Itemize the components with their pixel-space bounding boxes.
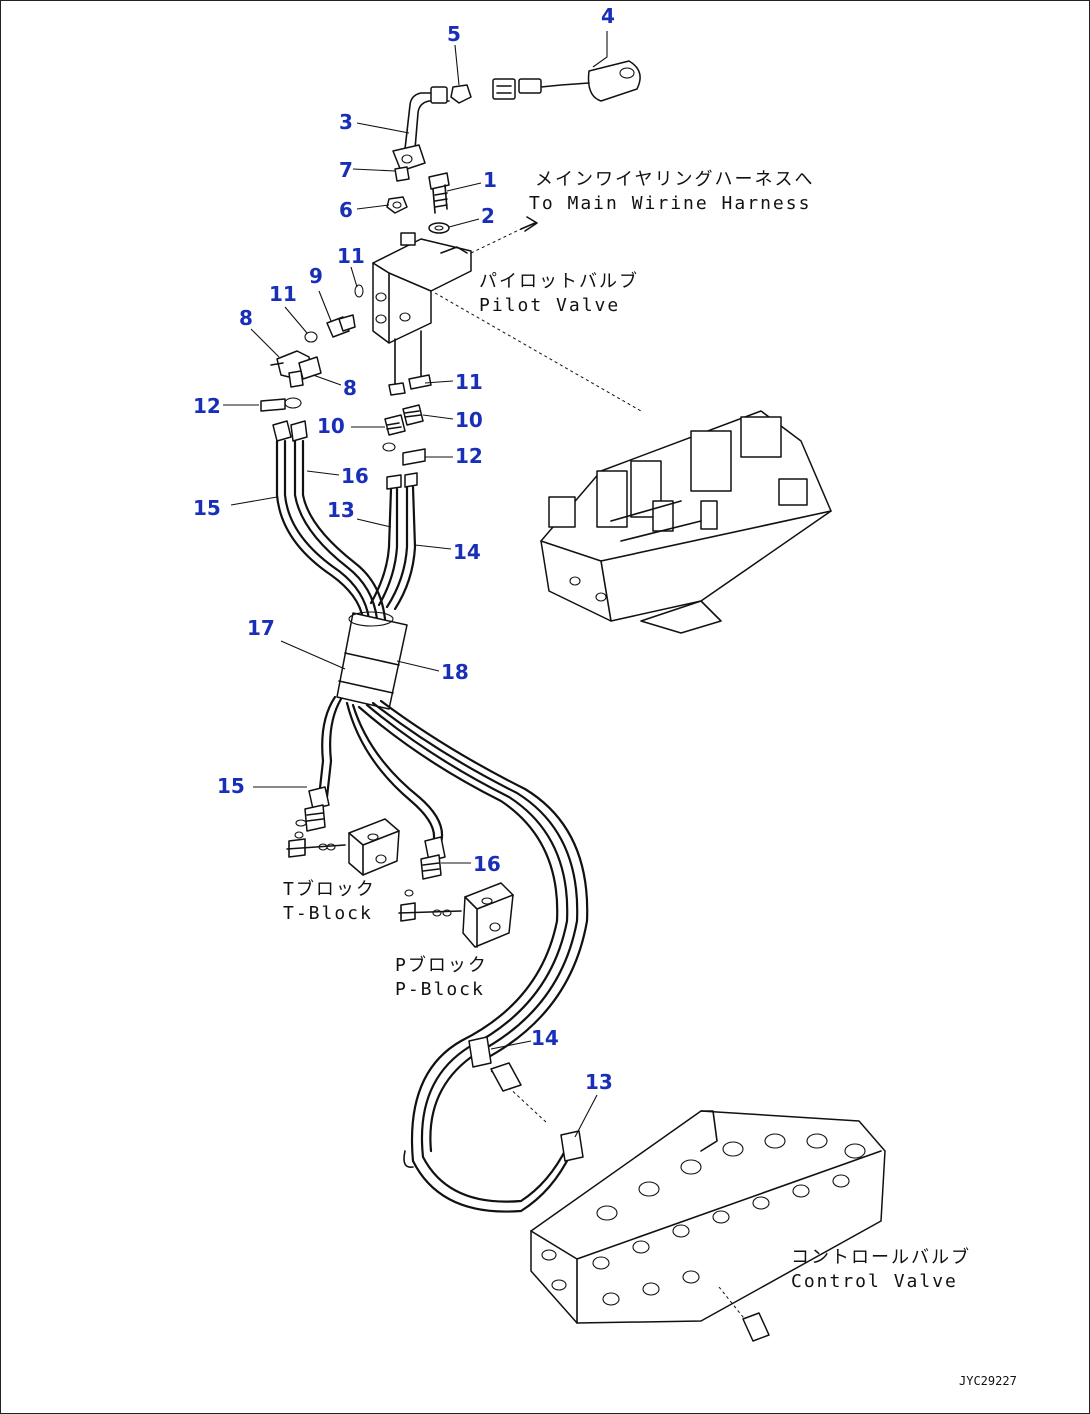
fittings-center	[260, 330, 432, 466]
callout-10-b: 10	[455, 408, 483, 432]
callout-numbers: 4 5 3 7 1 6 2 11 9 11 8 8 11 12 10 10 12…	[193, 4, 615, 1094]
callout-11-c: 11	[455, 370, 483, 394]
callout-9: 9	[309, 264, 323, 288]
callout-14-b: 14	[531, 1026, 559, 1050]
callout-8-b: 8	[343, 376, 357, 400]
callout-3: 3	[339, 110, 353, 134]
control-valve	[490, 1062, 886, 1342]
hose-bundle	[272, 420, 589, 1213]
machine-detail-view	[540, 410, 832, 634]
fittings-left	[270, 284, 364, 388]
callout-13-a: 13	[327, 498, 355, 522]
callout-15-b: 15	[217, 774, 245, 798]
callout-7: 7	[339, 158, 353, 182]
callout-5: 5	[447, 22, 461, 46]
p-block-label-en: P-Block	[395, 979, 485, 1000]
callout-14-a: 14	[453, 540, 481, 564]
pilot-valve-label-en: Pilot Valve	[479, 295, 620, 316]
callout-11-b: 11	[269, 282, 297, 306]
control-valve-label-en: Control Valve	[791, 1271, 958, 1292]
callout-12-a: 12	[193, 394, 221, 418]
callout-11-a: 11	[337, 244, 365, 268]
callout-10-a: 10	[317, 414, 345, 438]
p-block-label-jp: Pブロック	[395, 954, 488, 976]
pilot-valve-label-jp: パイロットバルブ	[479, 270, 639, 292]
control-valve-label-jp: コントロールバルブ	[791, 1246, 971, 1268]
main-harness-label-jp: メインワイヤリングハーネスへ	[535, 169, 814, 190]
drawing-code: JYC29227	[959, 1374, 1017, 1388]
callout-4: 4	[601, 4, 615, 28]
callout-2: 2	[481, 204, 495, 228]
callout-16-b: 16	[473, 852, 501, 876]
callout-17: 17	[247, 616, 275, 640]
annotation-labels: メインワイヤリングハーネスへ To Main Wirine Harness パイ…	[283, 169, 1017, 1388]
callout-13-b: 13	[585, 1070, 613, 1094]
callout-1: 1	[483, 168, 497, 192]
callout-15-a: 15	[193, 496, 221, 520]
callout-16-a: 16	[341, 464, 369, 488]
fasteners	[386, 172, 450, 234]
callout-18: 18	[441, 660, 469, 684]
lower-fittings	[295, 786, 584, 1162]
main-harness-label-en: To Main Wirine Harness	[529, 193, 811, 214]
t-block	[286, 818, 400, 876]
callout-6: 6	[339, 198, 353, 222]
pedal-assembly	[392, 60, 641, 182]
p-block	[398, 882, 514, 948]
pilot-valve	[372, 216, 642, 412]
leader-lines	[223, 31, 608, 1138]
t-block-label-jp: Tブロック	[283, 878, 376, 900]
callout-12-b: 12	[455, 444, 483, 468]
t-block-label-en: T-Block	[283, 903, 373, 924]
callout-8-a: 8	[239, 306, 253, 330]
